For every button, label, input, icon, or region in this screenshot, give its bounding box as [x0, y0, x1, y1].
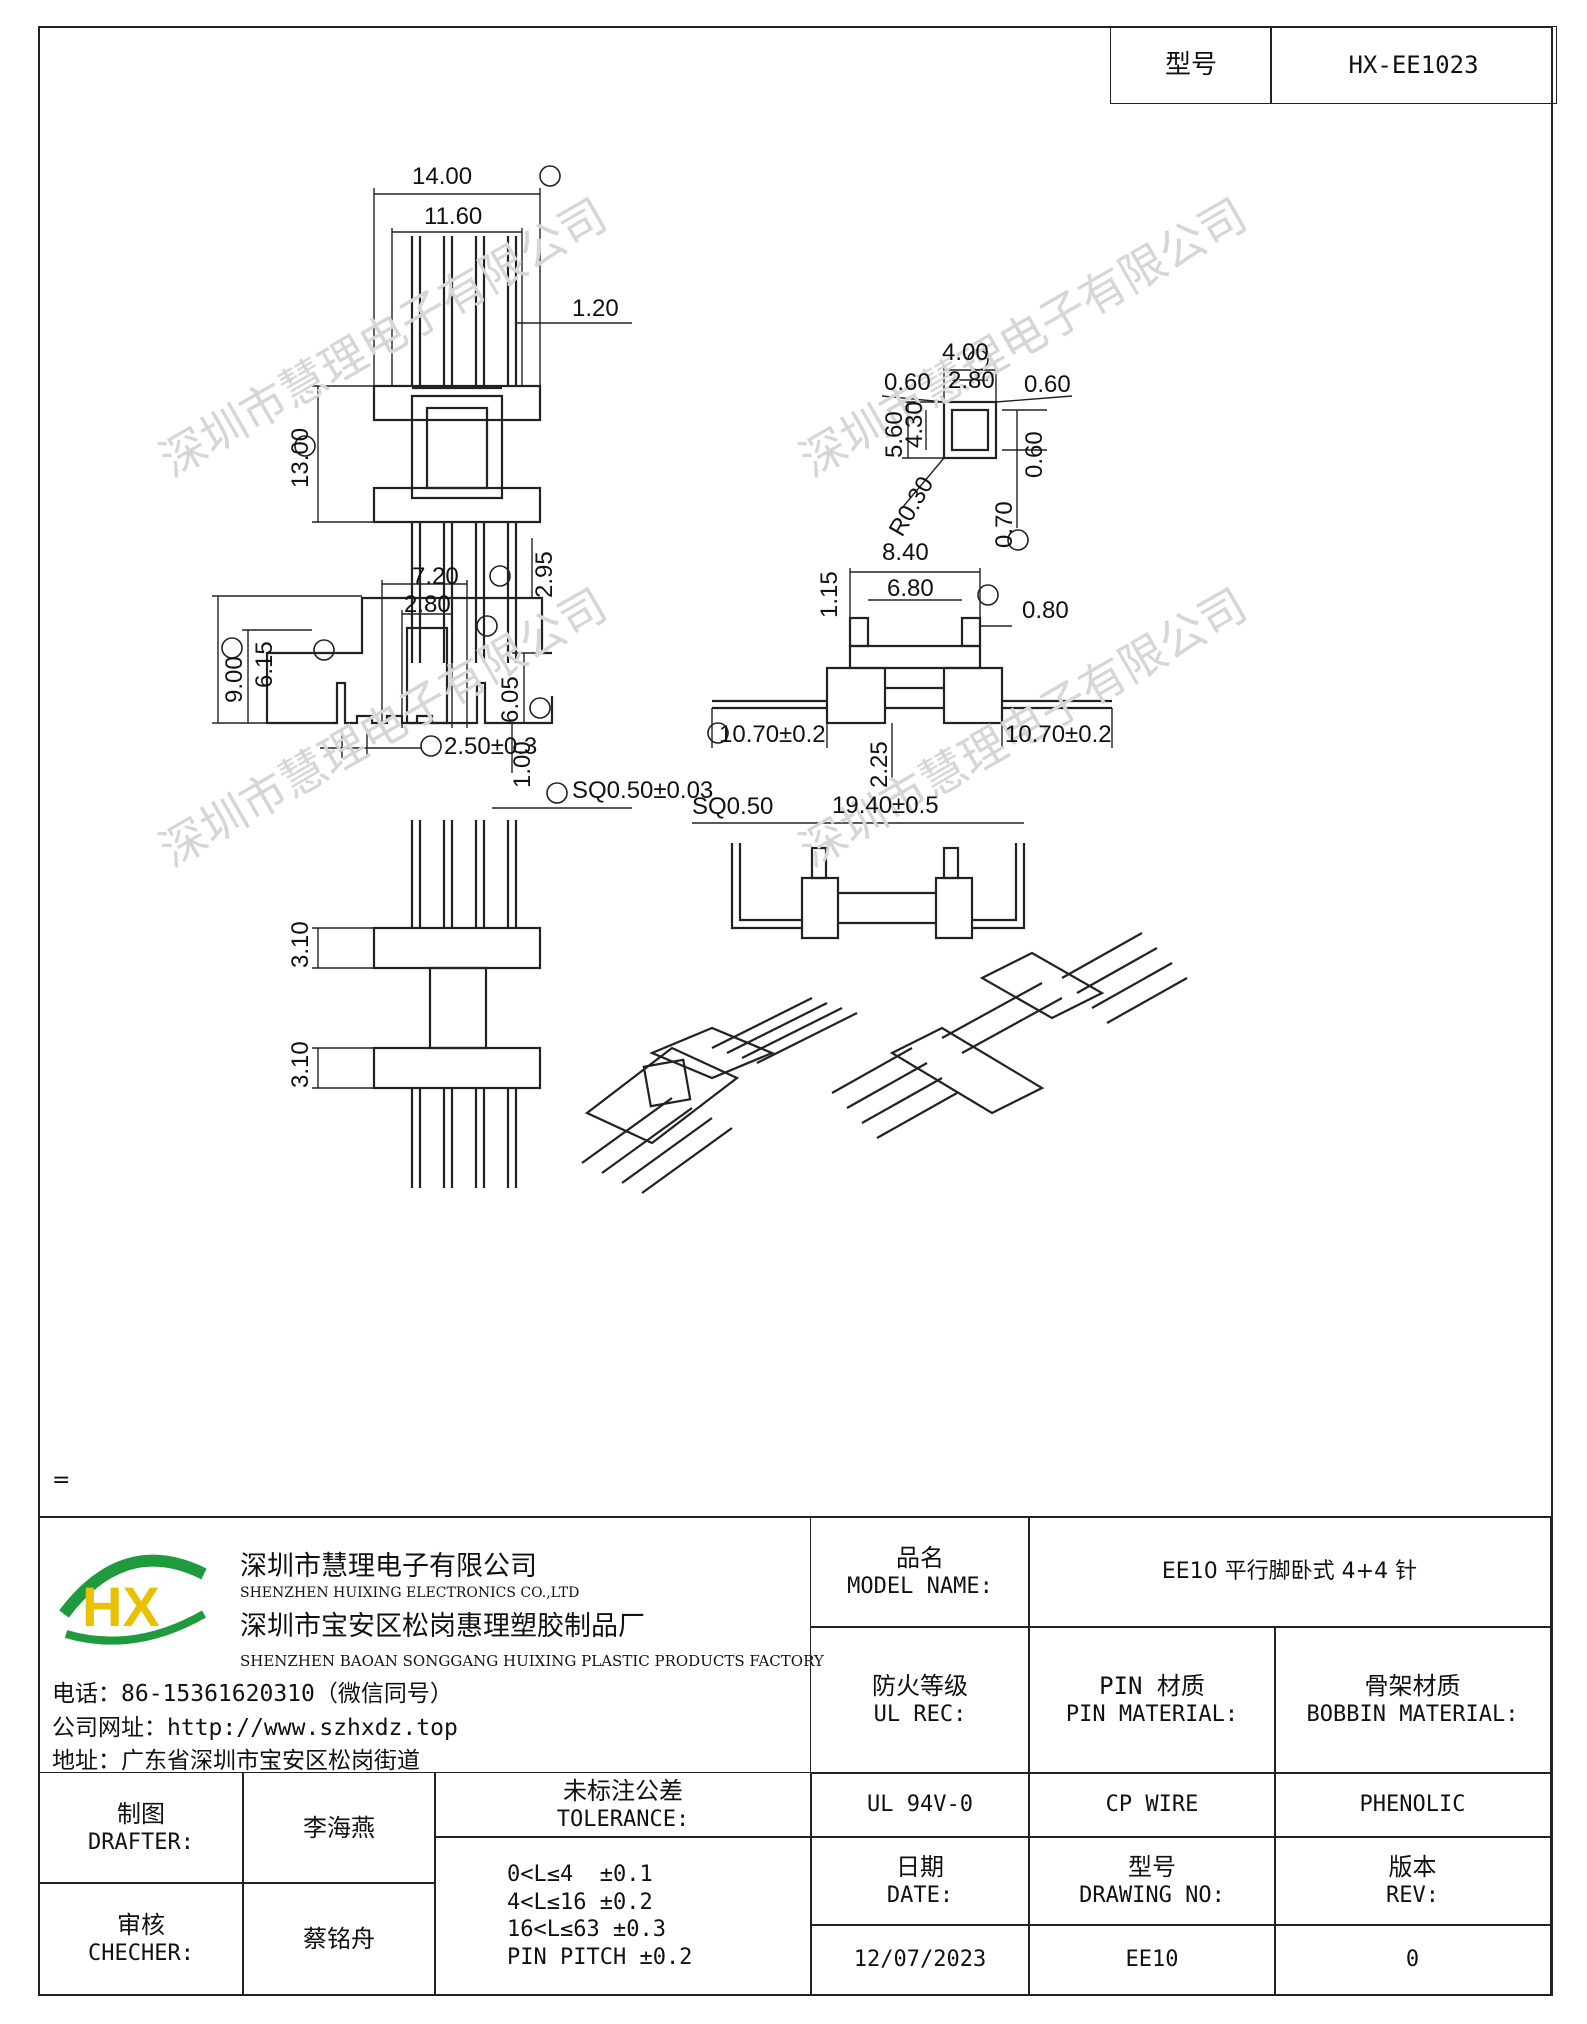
dim-label: 6.15	[251, 641, 278, 688]
dim-label: 3.10	[287, 921, 314, 968]
model-name-value: EE10 平行脚卧式 4+4 针	[1028, 1516, 1551, 1628]
dim-label: 2.50±0.3	[444, 733, 537, 760]
dim-label: 0.60	[884, 369, 931, 396]
company-name-cn: 深圳市慧理电子有限公司	[240, 1551, 537, 1582]
dim-label: 11.60	[424, 203, 482, 230]
dim-label: 2.95	[531, 551, 558, 598]
dim-label: 4.30	[901, 401, 928, 448]
dim-label: 0.60	[1021, 431, 1048, 478]
drawing-sheet: 型号 HX-EE1023	[38, 26, 1557, 1996]
company-name-en: SHENZHEN HUIXING ELECTRONICS CO.,LTD	[240, 1585, 580, 1601]
company-logo: HX	[54, 1544, 214, 1654]
dim-label: 14.00	[412, 163, 472, 190]
dim-label: 1.00	[509, 741, 536, 788]
dim-label: 0.60	[1024, 371, 1071, 398]
company-phone: 电话：86-15361620310（微信同号）	[52, 1681, 453, 1707]
dim-label: 2.80	[404, 591, 451, 618]
dim-label: 3.10	[287, 1041, 314, 1088]
tolerance-values: 0<L≤4 ±0.1 4<L≤16 ±0.2 16<L≤63 ±0.3 PIN …	[434, 1836, 812, 1996]
note-mark: =	[52, 1468, 71, 1493]
svg-text:HX: HX	[82, 1575, 160, 1638]
dim-label: 6.05	[497, 676, 524, 723]
dim-label: 6.80	[887, 575, 934, 602]
dim-label: 0.70	[991, 501, 1018, 548]
rev-value: 0	[1274, 1924, 1551, 1996]
dim-label: 1.20	[572, 295, 619, 322]
watermark-text: 深圳市慧理电子有限公司	[151, 188, 616, 488]
dim-label: 9.00	[221, 656, 248, 703]
checker-value: 蔡铭舟	[242, 1882, 436, 1996]
company-website: 公司网址：http://www.szhxdz.top	[52, 1715, 458, 1741]
dim-label: 10.70±0.2	[1005, 721, 1112, 748]
header-model-value: HX-EE1023	[1270, 26, 1557, 104]
dim-label: SQ0.50	[692, 793, 773, 820]
company-address: 地址：广东省深圳市宝安区松岗街道	[52, 1748, 420, 1774]
dim-label: 4.00	[942, 339, 989, 366]
pin-material-value: CP WIRE	[1028, 1772, 1276, 1838]
dim-label: 1.15	[816, 571, 843, 618]
bobbin-material-value: PHENOLIC	[1274, 1772, 1551, 1838]
title-block-divider	[40, 1516, 1551, 1518]
dim-label: 2.25	[866, 741, 893, 788]
ul-rec-value: UL 94V-0	[810, 1772, 1030, 1838]
dim-label: 19.40±0.5	[832, 792, 939, 819]
dim-label: 7.20	[412, 563, 459, 590]
watermark-text: 深圳市慧理电子有限公司	[151, 578, 616, 878]
technical-drawing: 深圳市慧理电子有限公司 深圳市慧理电子有限公司 深圳市慧理电子有限公司 深圳市慧…	[151, 163, 1256, 1194]
dim-label: 2.80	[948, 367, 995, 394]
dim-label: SQ0.50±0.03	[572, 777, 713, 804]
drawing-no-value: EE10	[1028, 1924, 1276, 1996]
factory-name-en: SHENZHEN BAOAN SONGGANG HUIXING PLASTIC …	[240, 1652, 824, 1670]
factory-name-cn: 深圳市宝安区松岗惠理塑胶制品厂	[240, 1611, 645, 1642]
header-model-label: 型号	[1110, 26, 1272, 104]
dim-label: 0.80	[1022, 597, 1069, 624]
dim-label: R0.30	[884, 472, 939, 541]
date-value: 12/07/2023	[810, 1924, 1030, 1996]
dim-label: 10.70±0.2	[719, 721, 826, 748]
drafter-value: 李海燕	[242, 1772, 436, 1884]
dim-label: 13.00	[287, 428, 314, 488]
dim-label: 5.60	[881, 411, 908, 458]
dim-label: 8.40	[882, 539, 929, 566]
